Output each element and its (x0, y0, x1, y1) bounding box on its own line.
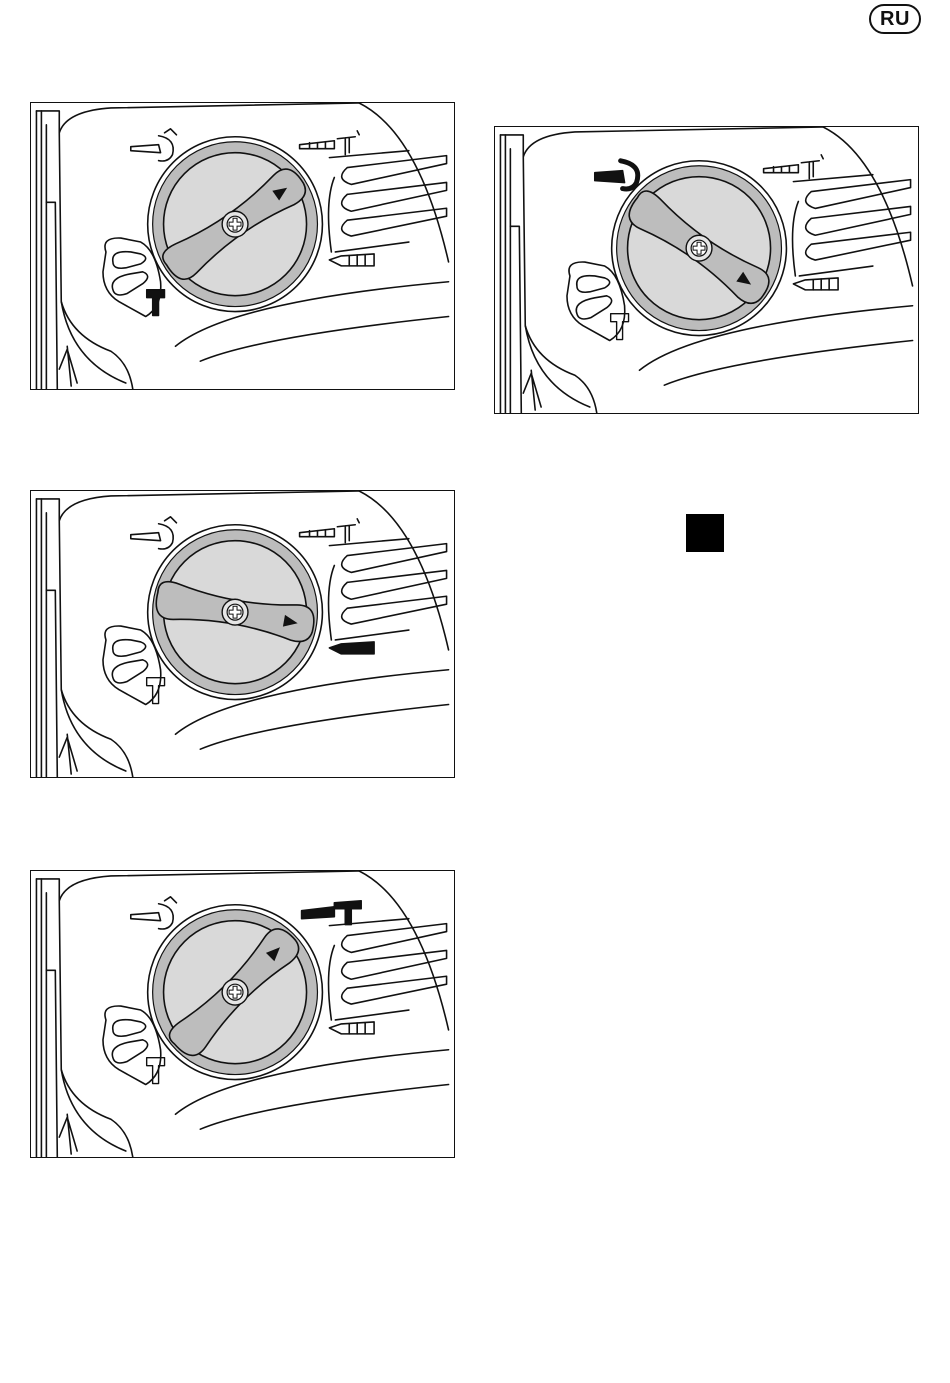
hammer-icon (147, 678, 165, 704)
hammer-drill-icon (300, 131, 360, 155)
tool-illustration (31, 871, 454, 1157)
vent-slots (329, 151, 447, 252)
tool-illustration (31, 491, 454, 777)
mode-selector-dial (148, 905, 323, 1080)
section-marker (686, 514, 724, 552)
screw (222, 211, 248, 237)
language-badge: RU (869, 4, 921, 34)
housing-edge (500, 135, 523, 157)
hammer-icon (147, 290, 165, 316)
drill-bit-icon (329, 642, 374, 654)
screw (222, 599, 248, 625)
hammer-drill-icon (302, 901, 362, 925)
housing-edge (36, 499, 59, 521)
tool-illustration (31, 103, 454, 389)
figure-panel-drill-mode (30, 490, 455, 778)
mode-selector-dial (148, 525, 323, 700)
hammer-icon (147, 1058, 165, 1084)
figure-panel-hammer-mode (30, 102, 455, 390)
vent-slots (793, 175, 911, 276)
figure-panel-hammer-drill-mode (30, 870, 455, 1158)
hammer-drill-icon (764, 155, 824, 179)
drill-bit-icon (793, 278, 838, 290)
screw (686, 235, 712, 261)
chisel-rotation-lock-icon (131, 897, 177, 929)
mode-selector-dial (612, 161, 787, 336)
tool-illustration (495, 127, 918, 413)
hammer-drill-icon (300, 519, 360, 543)
vent-slots (329, 539, 447, 640)
mode-selector-dial (148, 137, 323, 312)
housing-edge (36, 111, 59, 133)
housing-edge (36, 879, 59, 901)
screw (222, 979, 248, 1005)
figure-panel-chisel-lock-mode (494, 126, 919, 414)
hammer-icon (611, 314, 629, 340)
vent-slots (329, 919, 447, 1020)
chisel-rotation-lock-icon (131, 129, 177, 161)
chisel-rotation-lock-icon (595, 161, 638, 189)
drill-bit-icon (329, 1022, 374, 1034)
chisel-rotation-lock-icon (131, 517, 177, 549)
drill-bit-icon (329, 254, 374, 266)
